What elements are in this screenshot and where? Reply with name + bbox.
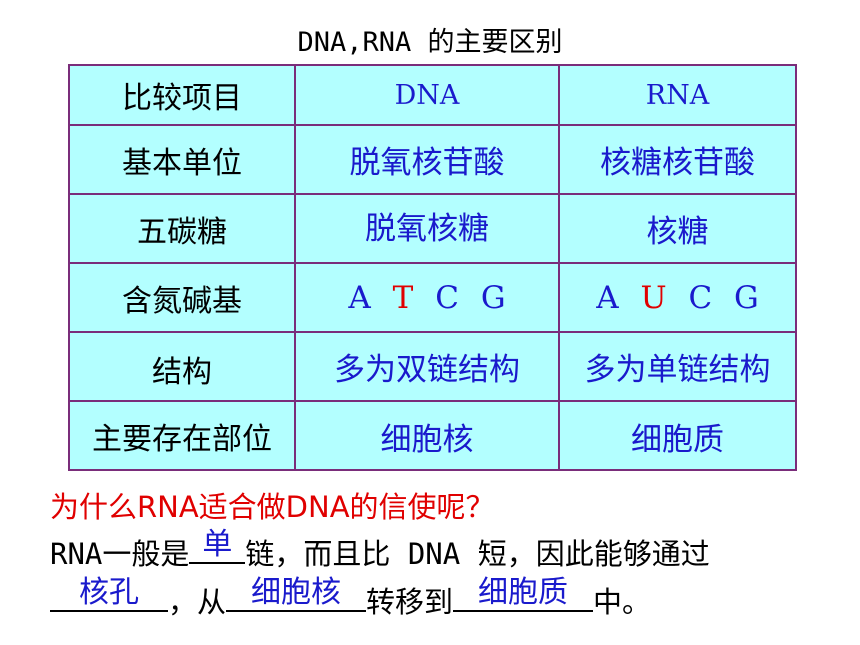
para-text: 中。 — [593, 585, 652, 619]
answer-blank: 细胞质 — [453, 575, 594, 612]
base-letter: A — [348, 279, 371, 316]
answer-text: 单 — [202, 527, 233, 562]
row-item: 主要存在部位 — [68, 400, 296, 471]
row-item: 基本单位 — [68, 124, 296, 195]
header-dna: DNA — [294, 64, 560, 126]
dna-cell: 脱氧核苷酸 — [294, 124, 560, 195]
base-letter: A — [596, 279, 619, 316]
dna-cell: 多为双链结构 — [294, 331, 560, 402]
answer-text: 核孔 — [79, 575, 139, 610]
row-item: 五碳糖 — [68, 193, 296, 264]
row-item: 含氮碱基 — [68, 262, 296, 333]
para-text: RNA一般是 — [50, 537, 190, 571]
base-letter: G — [734, 279, 759, 316]
rna-bases-cell: A U C G — [558, 262, 797, 333]
base-letter: G — [480, 279, 506, 316]
answer-text: 细胞质 — [478, 575, 569, 610]
question-text: 为什么RNA适合做DNA的信使呢？ — [50, 490, 495, 524]
table-row: 结构 多为双链结构 多为单链结构 — [68, 331, 797, 402]
answer-blank: 单 — [189, 527, 246, 564]
para-text: ，从 — [168, 585, 227, 619]
page-title: DNA,RNA 的主要区别 — [297, 27, 563, 58]
row-item: 结构 — [68, 331, 296, 402]
table-header-row: 比较项目 DNA RNA — [68, 64, 797, 126]
rna-cell: 细胞质 — [558, 400, 797, 471]
rna-cell: 多为单链结构 — [558, 331, 797, 402]
answer-blank: 细胞核 — [226, 575, 367, 612]
dna-cell: 细胞核 — [294, 400, 560, 471]
table-row: 基本单位 脱氧核苷酸 核糖核苷酸 — [68, 124, 797, 195]
rna-cell: 核糖 — [558, 193, 797, 264]
header-rna: RNA — [558, 64, 797, 126]
answer-blank: 核孔 — [50, 575, 168, 612]
base-letter: C — [688, 279, 713, 316]
fill-in-paragraph: RNA一般是单链，而且比 DNA 短，因此能够通过核孔 ，从细胞核转移到细胞质中。 — [50, 530, 710, 626]
base-letter: C — [435, 279, 459, 316]
rna-cell: 核糖核苷酸 — [558, 124, 797, 195]
dna-cell: 脱氧核糖 — [294, 193, 560, 264]
base-letter-highlight: T — [392, 279, 414, 316]
base-letter-highlight: U — [640, 279, 667, 316]
para-text: 转移到 — [366, 585, 454, 619]
para-text: 链，而且比 DNA 短，因此能够通过 — [245, 537, 710, 571]
table-row: 含氮碱基 A T C G A U C G — [68, 262, 797, 333]
table-row: 主要存在部位 细胞核 细胞质 — [68, 400, 797, 471]
header-item: 比较项目 — [68, 64, 296, 126]
comparison-table: 比较项目 DNA RNA 基本单位 脱氧核苷酸 核糖核苷酸 五碳糖 脱氧核糖 核… — [68, 64, 797, 471]
answer-text: 细胞核 — [251, 575, 342, 610]
table-row: 五碳糖 脱氧核糖 核糖 — [68, 193, 797, 264]
dna-bases-cell: A T C G — [294, 262, 560, 333]
